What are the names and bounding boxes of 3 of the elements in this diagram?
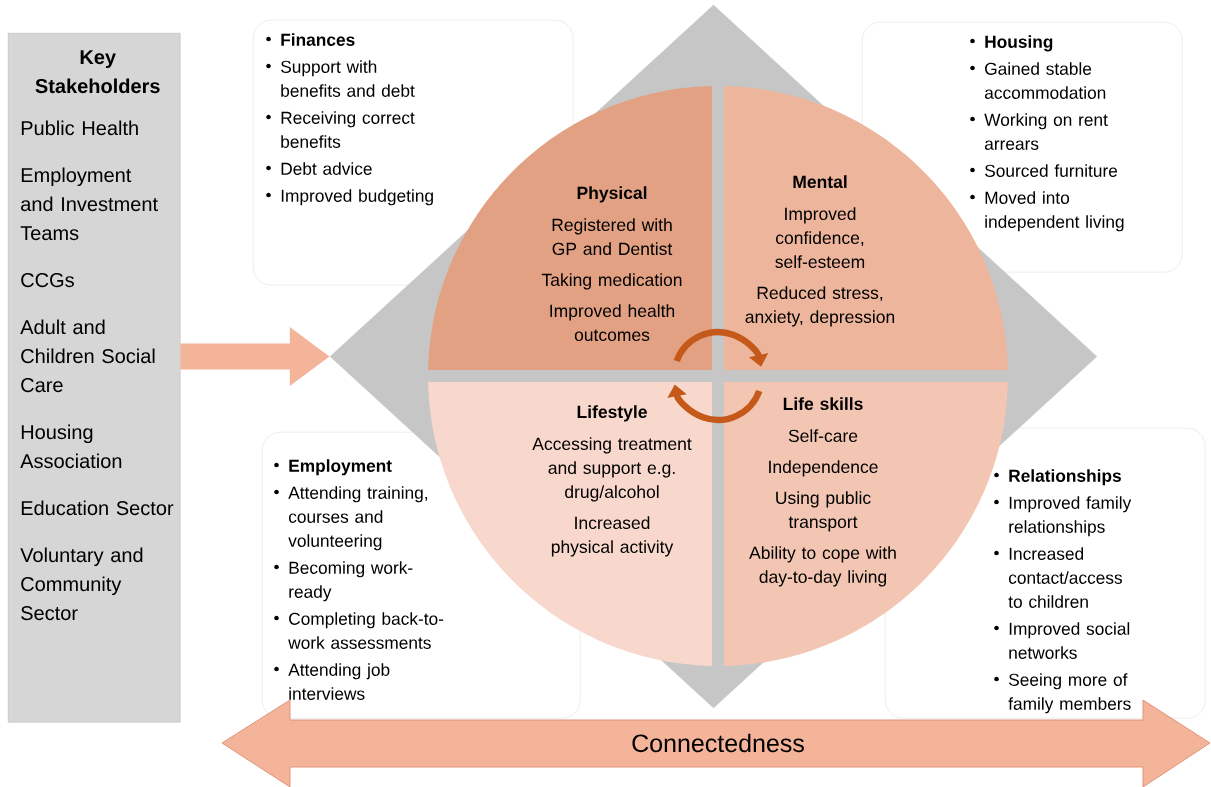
quadrant: Life skills Self-care Independence Using public transport Ability to cope with day-to-day living — [724, 382, 1008, 666]
stakeholder-panel: Key Stakeholders Public Health Employment and Investment Teams CCGs Adult and Children Social Care Housing Association Education Sector Voluntary and Community Sector — [8, 33, 181, 723]
curved-arrow — [673, 328, 769, 367]
